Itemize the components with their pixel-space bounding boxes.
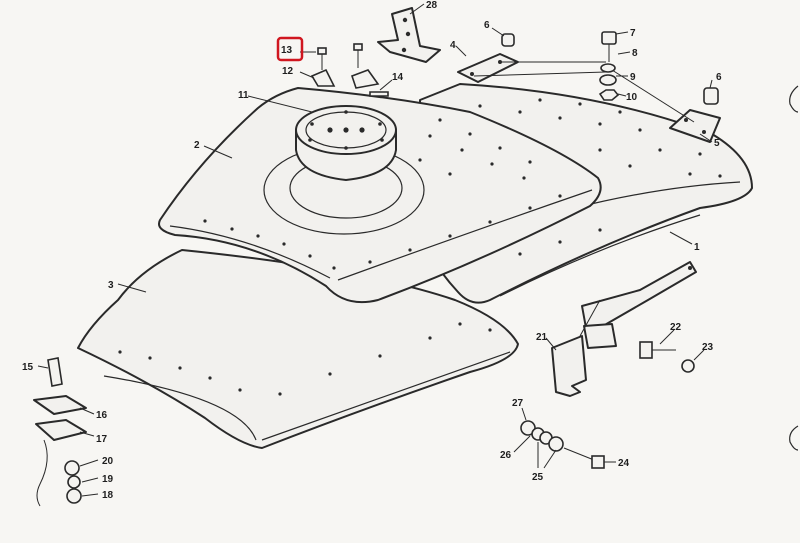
binder-hole-bottom [789, 425, 799, 451]
callout-23: 23 [702, 342, 714, 353]
callout-3: 3 [108, 280, 114, 291]
callout-16: 16 [96, 410, 108, 421]
callout-labels: 28 6 7 13 4 8 12 14 6 9 10 11 2 5 1 3 21… [22, 0, 722, 501]
callout-9: 9 [630, 72, 636, 83]
binder-hole-top [789, 85, 799, 113]
callout-11: 11 [238, 90, 249, 101]
callout-25: 25 [532, 472, 544, 483]
small-hardware [310, 31, 719, 105]
support-arm-21 [551, 261, 697, 397]
panel-3 [77, 249, 519, 449]
callout-6b: 6 [716, 72, 722, 83]
hardware-24-27 [520, 420, 605, 469]
callout-12: 12 [282, 66, 294, 77]
callout-13: 13 [281, 45, 293, 56]
callout-18: 18 [102, 490, 114, 501]
callout-13-highlight [276, 36, 304, 62]
callout-7: 7 [630, 28, 636, 39]
linkage-15-20 [33, 357, 87, 507]
callout-17: 17 [96, 434, 108, 445]
callout-19: 19 [102, 474, 114, 485]
callout-21: 21 [536, 332, 548, 343]
callout-6a: 6 [484, 20, 490, 31]
hinge-bracket-5 [611, 69, 721, 143]
callout-10: 10 [626, 92, 638, 103]
callout-24: 24 [618, 458, 630, 469]
callout-20: 20 [102, 456, 114, 467]
callout-5: 5 [714, 138, 720, 149]
bracket-28 [377, 7, 441, 63]
callout-22: 22 [670, 322, 682, 333]
callout-15: 15 [22, 362, 34, 373]
callout-1: 1 [694, 242, 700, 253]
callout-2: 2 [194, 140, 200, 151]
callout-14: 14 [392, 72, 404, 83]
leader-lines [37, 3, 713, 497]
callout-26: 26 [500, 450, 512, 461]
panel-2 [158, 87, 602, 304]
callout-8: 8 [632, 48, 638, 59]
callout-28: 28 [426, 0, 438, 11]
panel-holes [118, 98, 722, 396]
callout-27: 27 [512, 398, 524, 409]
hinge-bracket-4 [457, 53, 607, 83]
callout-4: 4 [450, 40, 456, 51]
